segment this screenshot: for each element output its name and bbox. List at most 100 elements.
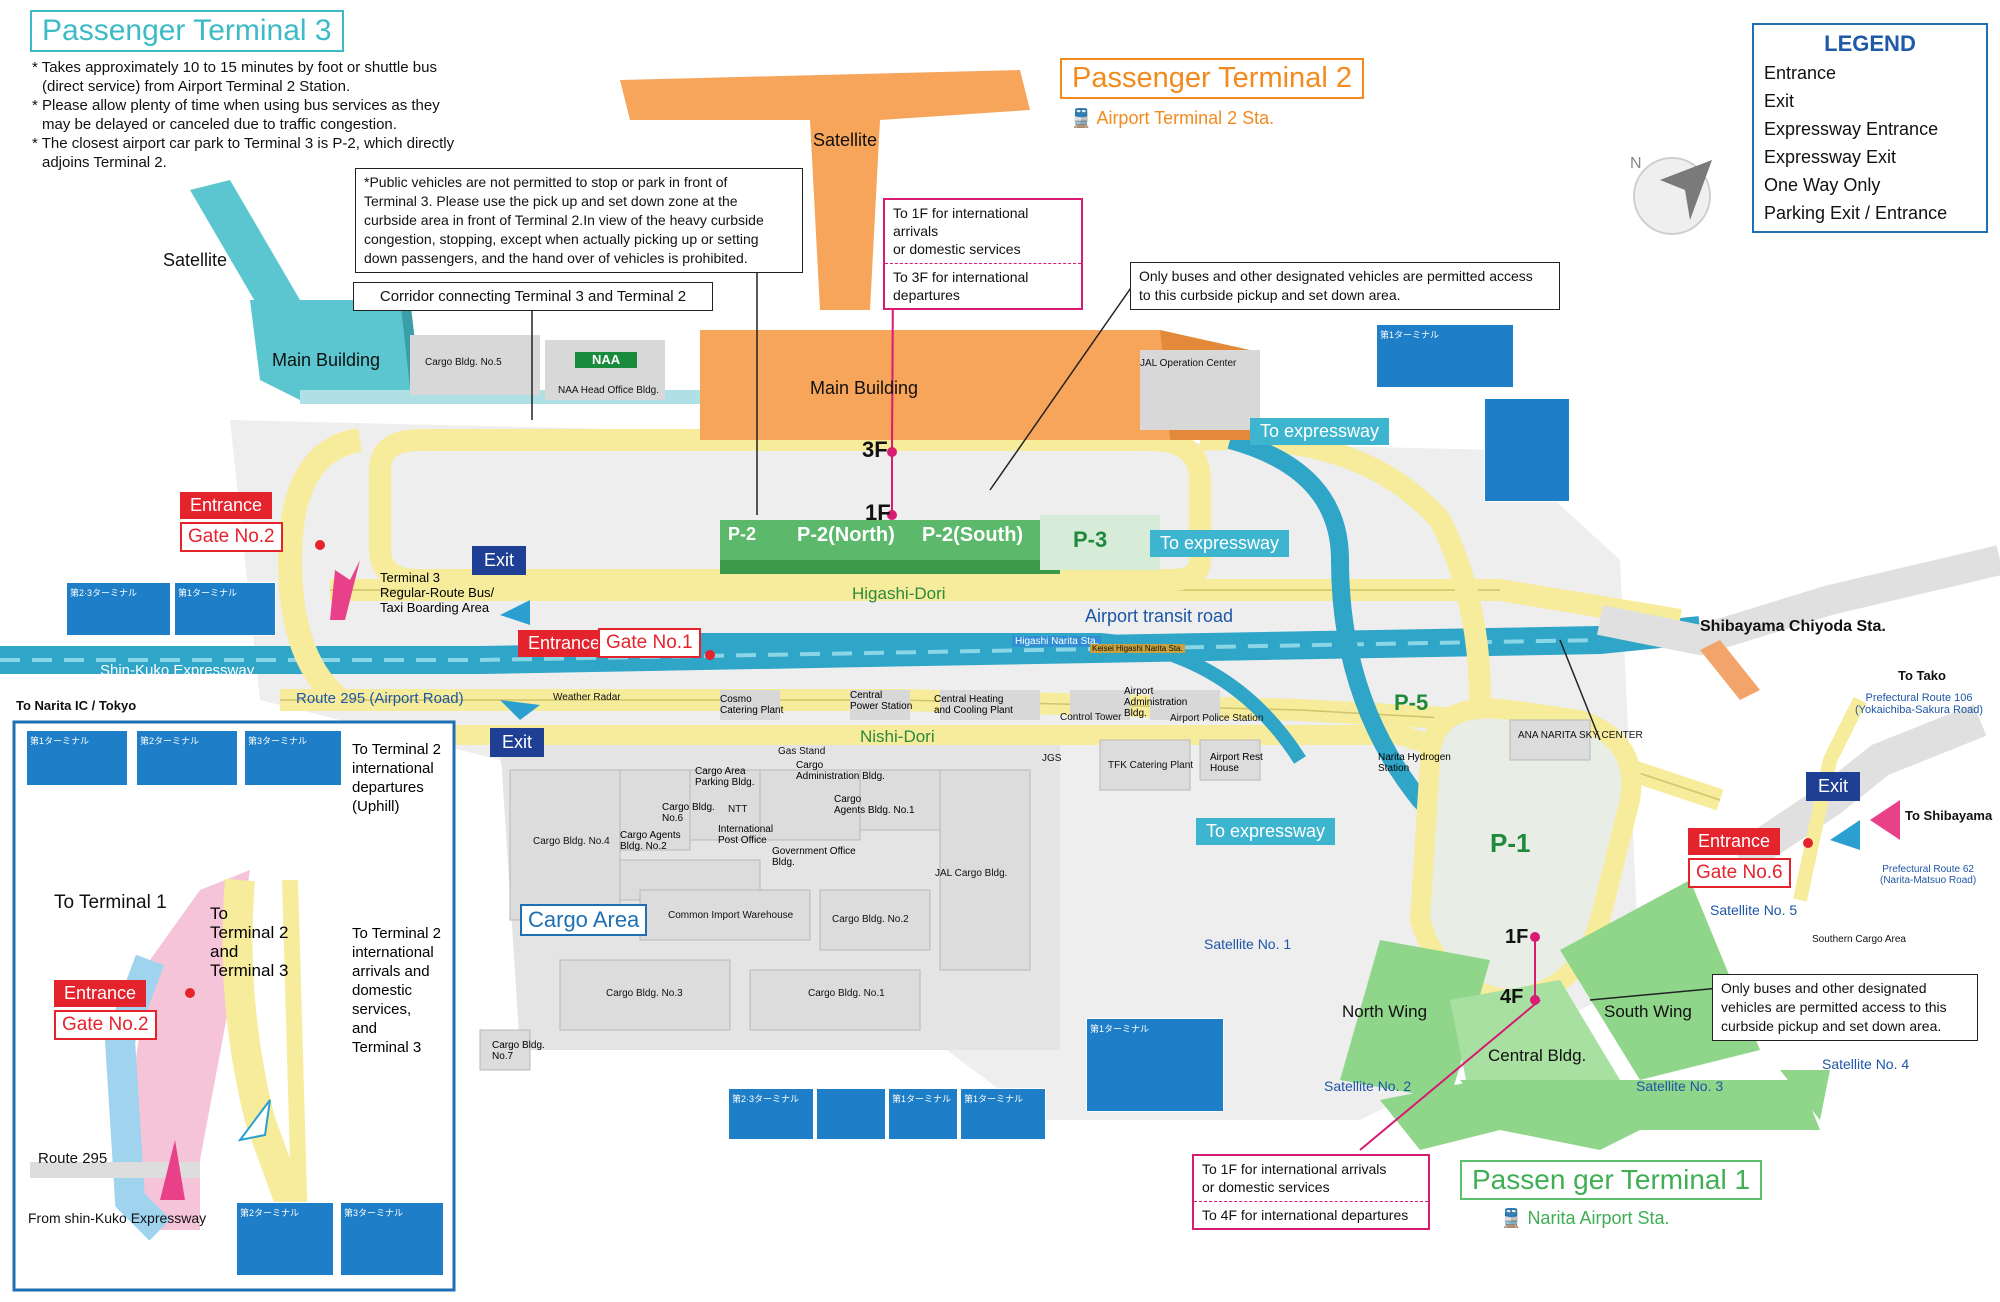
t3-notes: * Takes approximately 10 to 15 minutes b… (32, 59, 455, 171)
entrance-sign-1[interactable]: Entrance (180, 492, 273, 519)
pref-route-62-label: Prefectural Route 62 (Narita-Matsuo Road… (1880, 864, 1977, 886)
parking-p2[interactable]: P-2 (728, 524, 757, 544)
svg-text:N: N (1630, 155, 1642, 172)
label-jal-ops: JAL Operation Center (1140, 358, 1237, 369)
exit-sign-2[interactable]: Exit (490, 728, 545, 757)
t2-main-bldg (700, 330, 1170, 440)
exit-sign-3[interactable]: Exit (1806, 772, 1861, 801)
keisei-station-tag: Keisei Higashi Narita Sta. (1090, 644, 1185, 653)
compass-icon: N (1630, 155, 1712, 235)
gate-1-label[interactable]: Gate No.1 (598, 628, 701, 658)
label-jal-cargo: JAL Cargo Bldg. (935, 868, 1008, 879)
t1-south-wing (1560, 880, 1760, 1080)
label-1f: 1F (865, 500, 891, 525)
label-t2-main-building: Main Building (810, 378, 919, 398)
t1-satellite-3 (1460, 1080, 1820, 1150)
exit-arrow (1830, 820, 1860, 850)
parking-p2-north[interactable]: P-2(North) (797, 524, 895, 546)
inset-entrance-sign[interactable]: Entrance (54, 980, 147, 1007)
legend-one-way: One Way Only (1764, 175, 1881, 195)
satellite-no3-label: Satellite No. 3 (1636, 1078, 1724, 1094)
to-tako-label: To Tako (1898, 668, 1946, 683)
to-expressway-sign-2[interactable]: To expressway (1150, 530, 1290, 557)
t3-main-bldg (250, 300, 410, 400)
inset-to-t2-intl-arr: To Terminal 2 international arrivals and… (352, 925, 441, 1056)
label-t3-main-building: Main Building (272, 350, 381, 370)
label-weather-radar: Weather Radar (553, 692, 621, 703)
label-t2-satellite: Satellite (813, 130, 878, 150)
t2-station-label[interactable]: 🚆 Airport Terminal 2 Sta. (1070, 108, 1275, 128)
parking-p3[interactable]: P-3 (1073, 527, 1108, 552)
t3-bus-area-label: Terminal 3 Regular-Route Bus/ Taxi Board… (380, 570, 495, 615)
road-sign-bottom-4: 第1ターミナル (960, 1088, 1046, 1140)
t1-bus-only-note: Only buses and other designated vehicles… (1712, 974, 1978, 1041)
parking-p5[interactable]: P-5 (1394, 690, 1429, 715)
parking-p2-south[interactable]: P-2(South) (922, 524, 1024, 546)
label-airport-police: Airport Police Station (1170, 713, 1264, 724)
to-expressway-sign-1[interactable]: To expressway (1250, 418, 1390, 445)
road-sign-east: 第1ターミナル (1376, 324, 1514, 388)
gate-2-label[interactable]: Gate No.2 (180, 522, 283, 552)
to-expressway-sign-3[interactable]: To expressway (1196, 818, 1336, 845)
legend: LEGEND Entrance Exit Expressway Entrance… (1752, 23, 1988, 233)
satellite-no4-label: Satellite No. 4 (1822, 1056, 1910, 1072)
entrance-sign-3[interactable]: Entrance (1688, 828, 1781, 855)
central-bldg-label: Central Bldg. (1488, 1046, 1587, 1065)
t2-title: Passenger Terminal 2 (1060, 58, 1364, 99)
label-ntt: NTT (728, 804, 748, 815)
t1-station-label[interactable]: 🚆 Narita Airport Sta. (1500, 1208, 1670, 1228)
label-ana-sky-center: ANA NARITA SKY CENTER (1518, 730, 1643, 741)
t1-1f-label: 1F (1505, 926, 1529, 948)
higashi-dori-label: Higashi-Dori (852, 584, 946, 603)
t2-satellite-bldg (620, 70, 1030, 310)
parking-p1[interactable]: P-1 (1490, 828, 1531, 858)
inset-sign-2: 第2ターミナル (136, 730, 238, 786)
entrance-sign-2[interactable]: Entrance (518, 630, 611, 657)
t1-satellite-2 (1380, 1080, 1500, 1150)
t2-bus-only-note: Only buses and other designated vehicles… (1130, 262, 1560, 310)
label-t3-satellite: Satellite (163, 250, 228, 270)
label-cargo-bldg2: Cargo Bldg. No.2 (832, 914, 909, 925)
road-sign-p5 (1484, 398, 1570, 502)
t1-satellite-4 (1780, 1070, 1830, 1120)
label-cargo-bldg6: Cargo Bldg.No.6 (662, 802, 715, 824)
label-gas-stand: Gas Stand (778, 746, 826, 757)
exit-sign-1[interactable]: Exit (472, 546, 527, 575)
legend-expressway-exit: Expressway Exit (1764, 147, 1897, 167)
t1-floor-box: To 1F for international arrivals or dome… (1192, 1154, 1430, 1230)
t3-access-loop (277, 428, 363, 710)
gate-6-label[interactable]: Gate No.6 (1688, 858, 1791, 888)
road-sign-south: 第1ターミナル (1086, 1018, 1224, 1112)
road-sign-bottom-3: 第1ターミナル (888, 1088, 958, 1140)
p3-garage (1040, 515, 1160, 570)
north-wing-label: North Wing (1342, 1002, 1428, 1021)
road-sign-t1: 第1ターミナル (174, 582, 276, 636)
pref-route-106-label: Prefectural Route 106 (Yokaichiba-Sakura… (1855, 692, 1983, 716)
expressway-ramp-mid (700, 633, 1306, 764)
inset-to-t2-intl-dep: To Terminal 2 international departures (… (352, 741, 441, 815)
inset-sign-bottom-1: 第2ターミナル (236, 1202, 334, 1276)
inset-gate-2-label[interactable]: Gate No.2 (54, 1010, 157, 1040)
t2-floor-box: To 1F for international arrivals or dome… (883, 198, 1083, 310)
t2-curbside-loop (369, 429, 1211, 591)
shibayama-chiyoda-label: Shibayama Chiyoda Sta. (1700, 618, 1886, 635)
inset-to-terminal1: To Terminal 1 (54, 892, 167, 913)
inset-sign-3: 第3ターミナル (244, 730, 342, 786)
t1-title: Passen ger Terminal 1 (1460, 1160, 1763, 1200)
t3-satellite-bldg (190, 180, 300, 310)
label-cargo-bldg7: Cargo Bldg.No.7 (492, 1040, 545, 1062)
legend-entrance: Entrance (1764, 63, 1837, 83)
t3-title: Passenger Terminal 3 (30, 10, 344, 52)
road-sign-t23: 第2·3ターミナル (66, 582, 171, 636)
label-jgs: JGS (1042, 753, 1062, 764)
inset-sign-1: 第1ターミナル (26, 730, 128, 786)
to-narita-ic-label: To Narita IC / Tokyo (16, 698, 137, 713)
exit-arrow (500, 700, 540, 720)
